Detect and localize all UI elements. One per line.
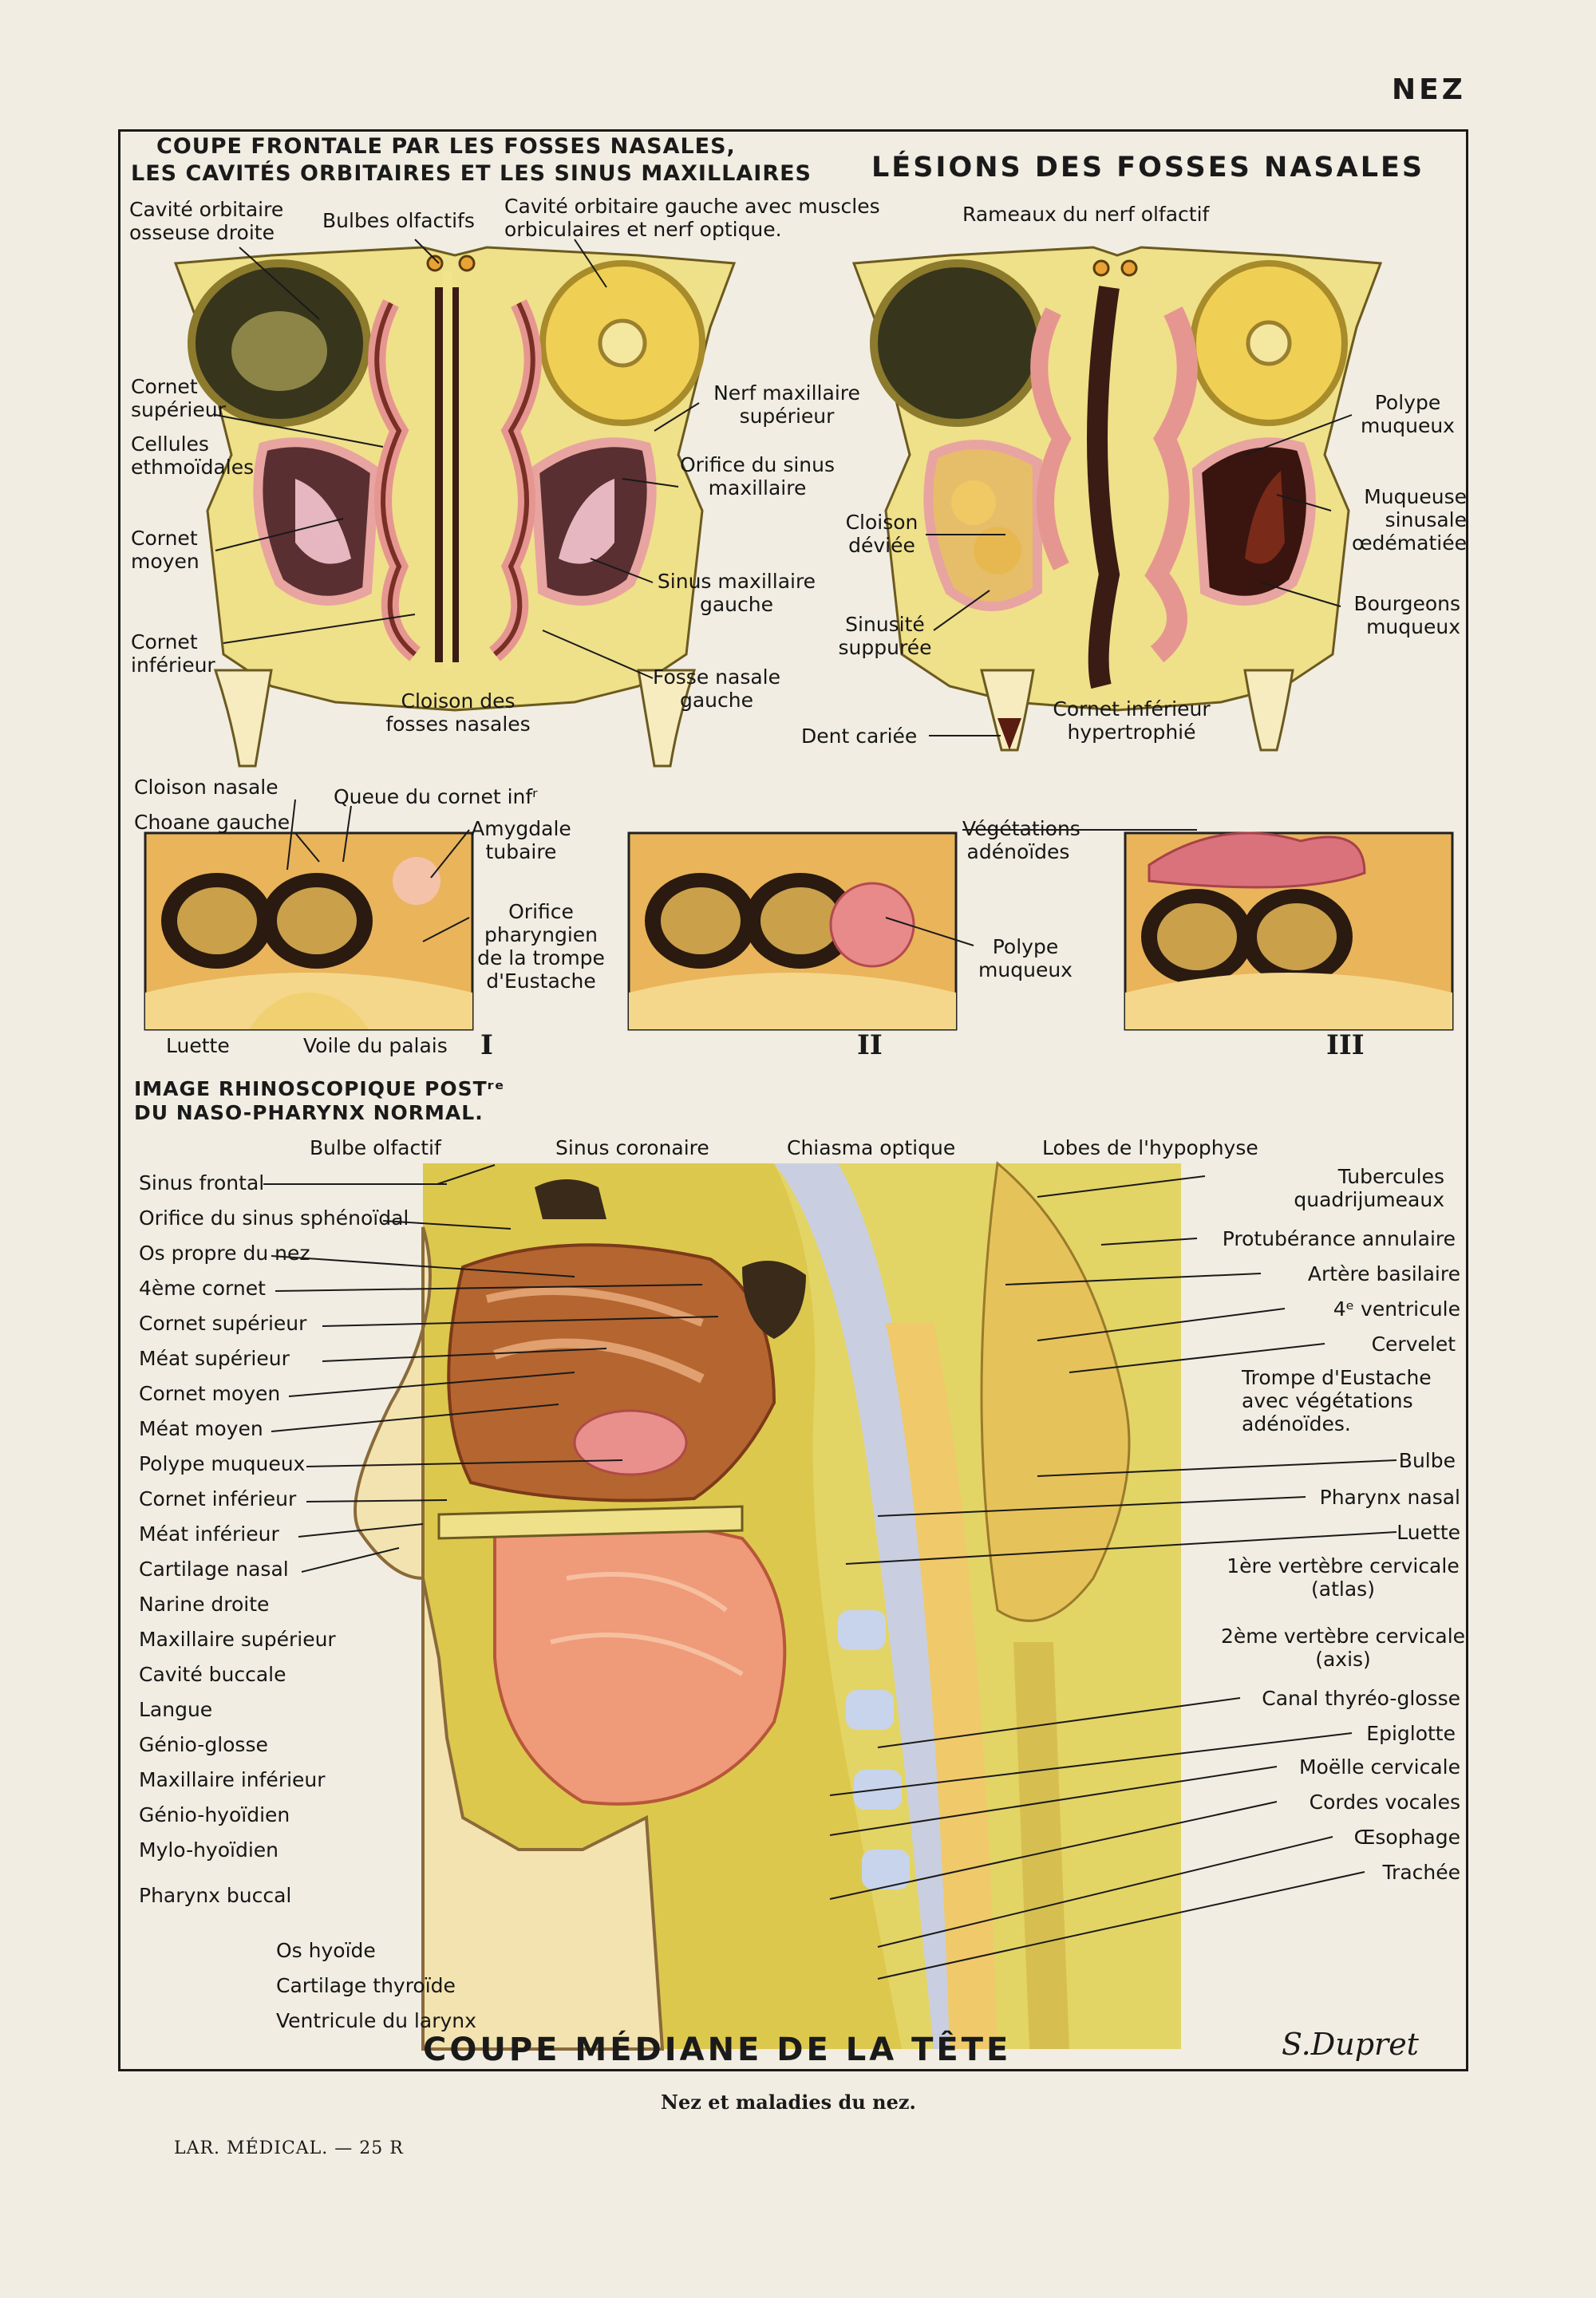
label-nerf-max: Nerf maxillaire supérieur	[713, 381, 860, 428]
label-left-14: Cavité buccale	[139, 1663, 286, 1686]
label-voile: Voile du palais	[303, 1034, 448, 1057]
label-cornet-inf: Cornet inférieur	[131, 630, 215, 677]
label-cav-orb-droite: Cavité orbitaire osseuse droite	[129, 198, 284, 244]
label-cloison-nasale: Cloison nasale	[134, 776, 279, 799]
label-left-3: 4ème cornet	[139, 1277, 266, 1300]
frontal-section-illustration	[173, 246, 737, 768]
label-right-0: Tubercules quadrijumeaux	[1294, 1165, 1444, 1211]
label-bulbe-olfactif: Bulbe olfactif	[310, 1136, 441, 1159]
label-amygdale: Amygdale tubaire	[471, 817, 571, 863]
label-polype-rhino: Polype muqueux	[978, 935, 1073, 981]
label-orifice-pharyngien: Orifice pharyngien de la trompe d'Eustac…	[477, 900, 605, 993]
label-left-8: Polype muqueux	[139, 1452, 306, 1475]
label-left-11: Cartilage nasal	[139, 1558, 289, 1581]
label-right-16: Trachée	[1382, 1861, 1460, 1884]
label-sinus-max: Sinus maxillaire gauche	[657, 570, 816, 616]
label-left-5: Méat supérieur	[139, 1347, 290, 1370]
label-left-6: Cornet moyen	[139, 1382, 281, 1405]
label-right-7: Pharynx nasal	[1319, 1486, 1460, 1509]
panel-number-2: II	[857, 1029, 883, 1061]
label-rameaux: Rameaux du nerf olfactif	[962, 203, 1210, 226]
label-left-0: Sinus frontal	[139, 1171, 265, 1194]
label-left-17: Maxillaire inférieur	[139, 1768, 326, 1791]
label-sinusite: Sinusité suppurée	[838, 613, 932, 659]
label-left-13: Maxillaire supérieur	[139, 1628, 336, 1651]
label-luette-rhino: Luette	[166, 1034, 230, 1057]
label-left-2: Os propre du nez	[139, 1242, 310, 1265]
label-orifice-sinus: Orifice du sinus maxillaire	[679, 453, 836, 499]
label-right-2: Artère basilaire	[1307, 1262, 1460, 1285]
label-cloison-deviee: Cloison déviée	[845, 511, 918, 557]
label-left-20: Pharynx buccal	[139, 1884, 292, 1907]
frontal-title-line2: LES CAVITÉS ORBITAIRES ET LES SINUS MAXI…	[131, 161, 812, 186]
plate-footer: LAR. MÉDICAL. — 25 R	[174, 2138, 404, 2158]
label-queue: Queue du cornet infʳ	[334, 785, 538, 808]
label-hypophyse: Lobes de l'hypophyse	[1042, 1136, 1258, 1159]
label-os-hyoide: Os hyoïde	[276, 1939, 376, 1962]
label-left-16: Génio-glosse	[139, 1733, 268, 1756]
label-left-10: Méat inférieur	[139, 1522, 279, 1546]
label-muqueuse: Muqueuse sinusale œdématiée	[1351, 485, 1467, 555]
label-left-12: Narine droite	[139, 1593, 270, 1616]
label-left-15: Langue	[139, 1698, 213, 1721]
label-right-15: Œsophage	[1353, 1826, 1460, 1849]
label-left-9: Cornet inférieur	[139, 1487, 297, 1510]
label-right-5: Trompe d'Eustache avec végétations adéno…	[1242, 1366, 1432, 1435]
label-right-14: Cordes vocales	[1309, 1791, 1460, 1814]
median-left-labels: Sinus frontal Orifice du sinus sphénoïda…	[139, 1171, 409, 1907]
label-cellules: Cellules ethmoïdales	[131, 432, 255, 479]
label-bulbes: Bulbes olfactifs	[322, 209, 475, 232]
label-right-11: Canal thyréo-glosse	[1262, 1687, 1460, 1710]
label-left-19: Mylo-hyoïdien	[139, 1838, 279, 1862]
label-sinus-coronaire: Sinus coronaire	[555, 1136, 709, 1159]
label-bourgeons: Bourgeons muqueux	[1353, 592, 1460, 638]
label-right-6: Bulbe	[1398, 1449, 1456, 1472]
panel-number-3: III	[1326, 1029, 1365, 1061]
label-polype-frontal: Polype muqueux	[1361, 391, 1455, 437]
rhino-panel-2	[627, 831, 958, 1031]
label-right-9: 1ère vertèbre cervicale (atlas)	[1227, 1554, 1460, 1601]
frontal-title-line1: COUPE FRONTALE PAR LES FOSSES NASALES,	[156, 134, 736, 159]
label-cornet-moyen: Cornet moyen	[131, 527, 200, 573]
label-right-12: Epiglotte	[1366, 1722, 1456, 1745]
lesions-section-illustration	[851, 246, 1383, 752]
label-cloison: Cloison des fosses nasales	[385, 689, 531, 736]
label-cav-orb-gauche: Cavité orbitaire gauche avec muscles orb…	[504, 195, 880, 241]
plate-caption: Nez et maladies du nez.	[661, 2091, 916, 2114]
label-ventricule-larynx: Ventricule du larynx	[276, 2009, 476, 2032]
label-right-4: Cervelet	[1371, 1333, 1456, 1356]
rhino-panel-1	[144, 831, 474, 1031]
label-cornet-sup: Cornet supérieur	[131, 375, 226, 421]
panel-number-1: I	[480, 1029, 493, 1061]
rhino-panel-3	[1124, 831, 1454, 1031]
rhino-title-line2: DU NASO-PHARYNX NORMAL.	[134, 1101, 484, 1124]
median-section-illustration	[354, 1161, 1181, 2051]
label-left-4: Cornet supérieur	[139, 1312, 307, 1335]
label-right-13: Moëlle cervicale	[1298, 1755, 1460, 1779]
label-right-10: 2ème vertèbre cervicale (axis)	[1220, 1625, 1466, 1671]
lesions-title: LÉSIONS DES FOSSES NASALES	[871, 152, 1425, 184]
label-vegetations: Végétations adénoïdes	[962, 817, 1080, 863]
label-chiasma: Chiasma optique	[787, 1136, 956, 1159]
label-right-8: Luette	[1396, 1521, 1460, 1544]
label-cartilage-thyroide: Cartilage thyroïde	[276, 1974, 456, 1997]
label-left-18: Génio-hyoïdien	[139, 1803, 290, 1826]
label-cornet-hyp: Cornet inférieur hypertrophié	[1053, 697, 1211, 744]
label-fosse-nasale: Fosse nasale gauche	[653, 665, 780, 712]
page-header: NEZ	[1392, 73, 1466, 106]
label-right-3: 4ᵉ ventricule	[1333, 1297, 1460, 1321]
label-choane: Choane gauche	[134, 811, 290, 834]
rhino-title-line1: IMAGE RHINOSCOPIQUE POSTʳᵉ	[134, 1077, 505, 1100]
median-title: COUPE MÉDIANE DE LA TÊTE	[423, 2031, 1012, 2068]
plate-frame	[118, 129, 1468, 2071]
label-right-1: Protubérance annulaire	[1222, 1227, 1456, 1250]
label-left-7: Méat moyen	[139, 1417, 263, 1440]
signature: S.Dupret	[1282, 2027, 1419, 2062]
label-dent: Dent cariée	[801, 725, 918, 748]
